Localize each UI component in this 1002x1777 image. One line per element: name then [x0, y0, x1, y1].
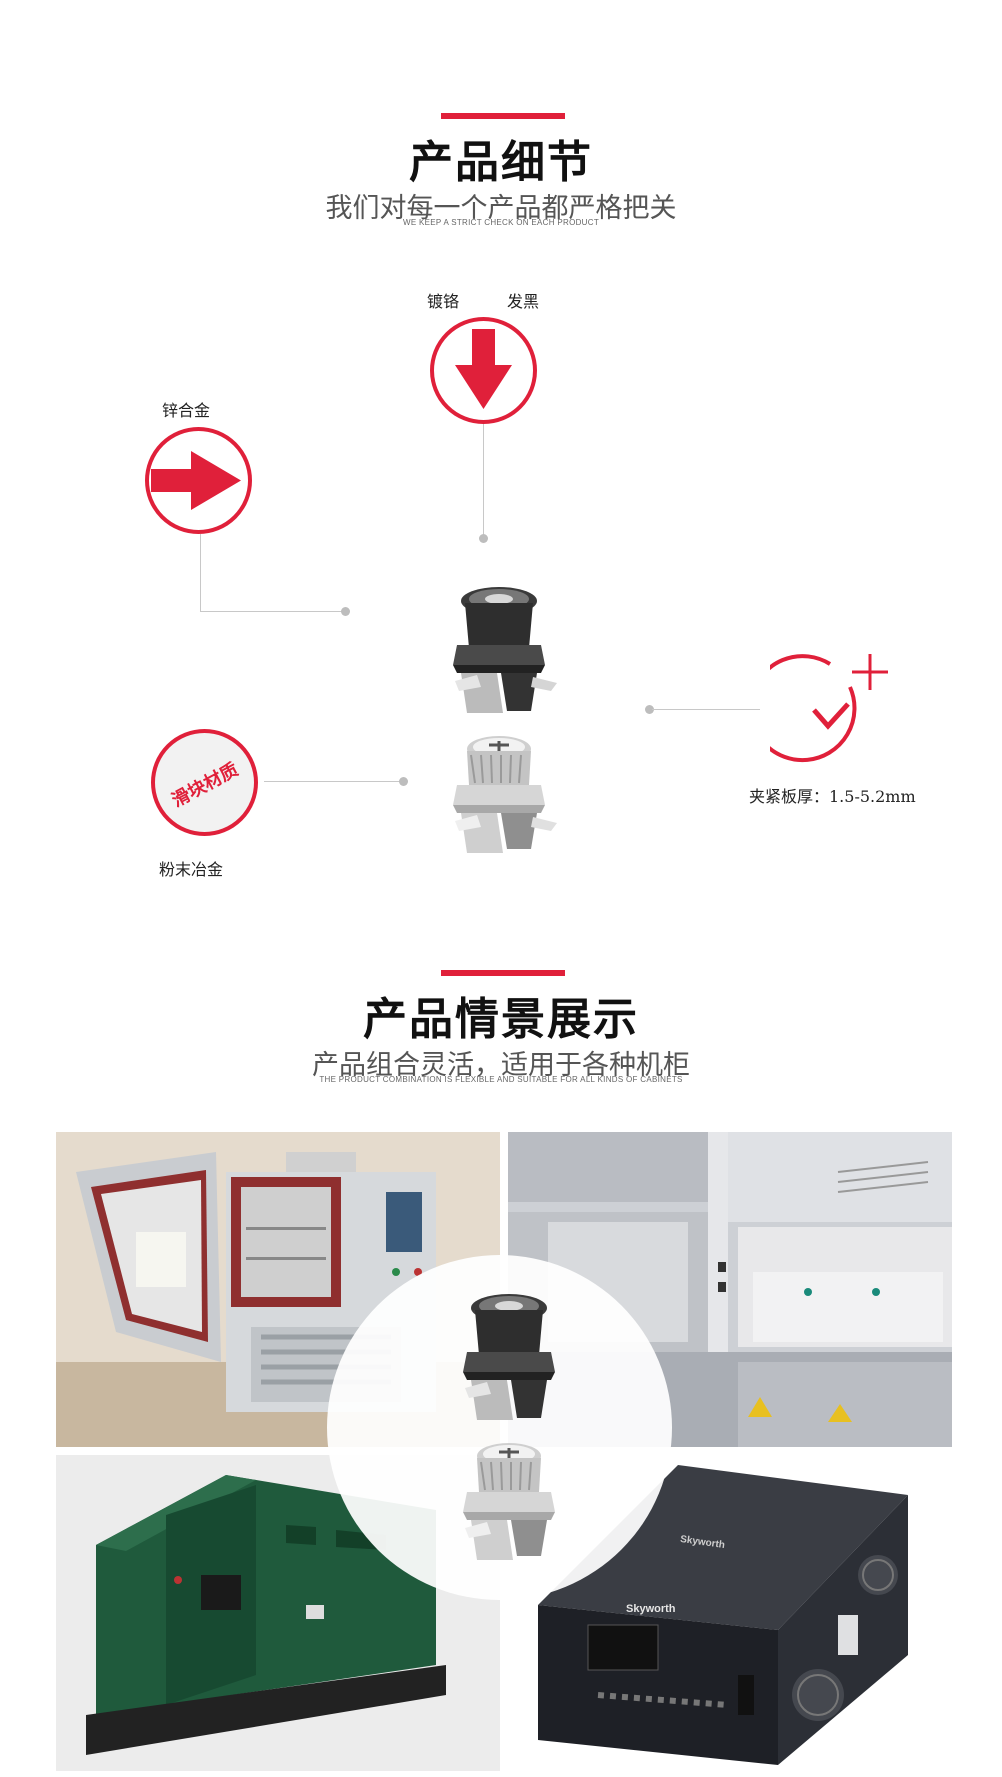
- connector-top-line: [483, 424, 484, 538]
- stamp-text: 滑块材质: [168, 759, 242, 812]
- latch-product-image: [437, 573, 577, 873]
- label-powder-metallurgy: 粉末冶金: [159, 860, 224, 879]
- connector-left-hline: [200, 611, 344, 612]
- label-chrome-plated: 镀铬: [427, 292, 460, 311]
- connector-left-dot: [341, 607, 350, 616]
- right-arrow-circle: [145, 427, 252, 534]
- section2-subtitle: 产品组合灵活，适用于各种机柜: [312, 1050, 690, 1081]
- connector-stamp-line: [264, 781, 402, 782]
- section1-subtitle: 我们对每一个产品都严格把关: [325, 193, 677, 224]
- section1-title: 产品细节: [409, 137, 593, 188]
- connector-stamp-dot: [399, 777, 408, 786]
- down-arrow-icon: [455, 329, 512, 409]
- latch-product-image-overlay: [463, 1294, 555, 1560]
- connector-top-dot: [479, 534, 488, 543]
- clock-plus-icon: [770, 654, 888, 763]
- section2-subtitle-en: THE PRODUCT COMBINATION IS FLEXIBLE AND …: [319, 1075, 683, 1084]
- brand-label-front: Skyworth: [626, 1603, 676, 1615]
- section2-title: 产品情景展示: [363, 994, 639, 1045]
- label-clamp-thickness: 夹紧板厚：1.5-5.2mm: [749, 787, 916, 806]
- section1-subtitle-en: WE KEEP A STRICT CHECK ON EACH PRODUCT: [402, 218, 600, 227]
- label-zinc-alloy: 锌合金: [162, 401, 211, 420]
- center-product-overlay-circle: [327, 1255, 672, 1600]
- section1-accent-bar: [441, 113, 565, 119]
- connector-right-line: [652, 709, 760, 710]
- material-stamp-circle: 滑块材质: [151, 729, 258, 836]
- down-arrow-circle: [430, 317, 537, 424]
- section2-accent-bar: [441, 970, 565, 976]
- label-blackened: 发黑: [507, 292, 540, 311]
- connector-left-vline: [200, 534, 201, 611]
- right-arrow-icon: [151, 451, 241, 510]
- connector-right-dot: [645, 705, 654, 714]
